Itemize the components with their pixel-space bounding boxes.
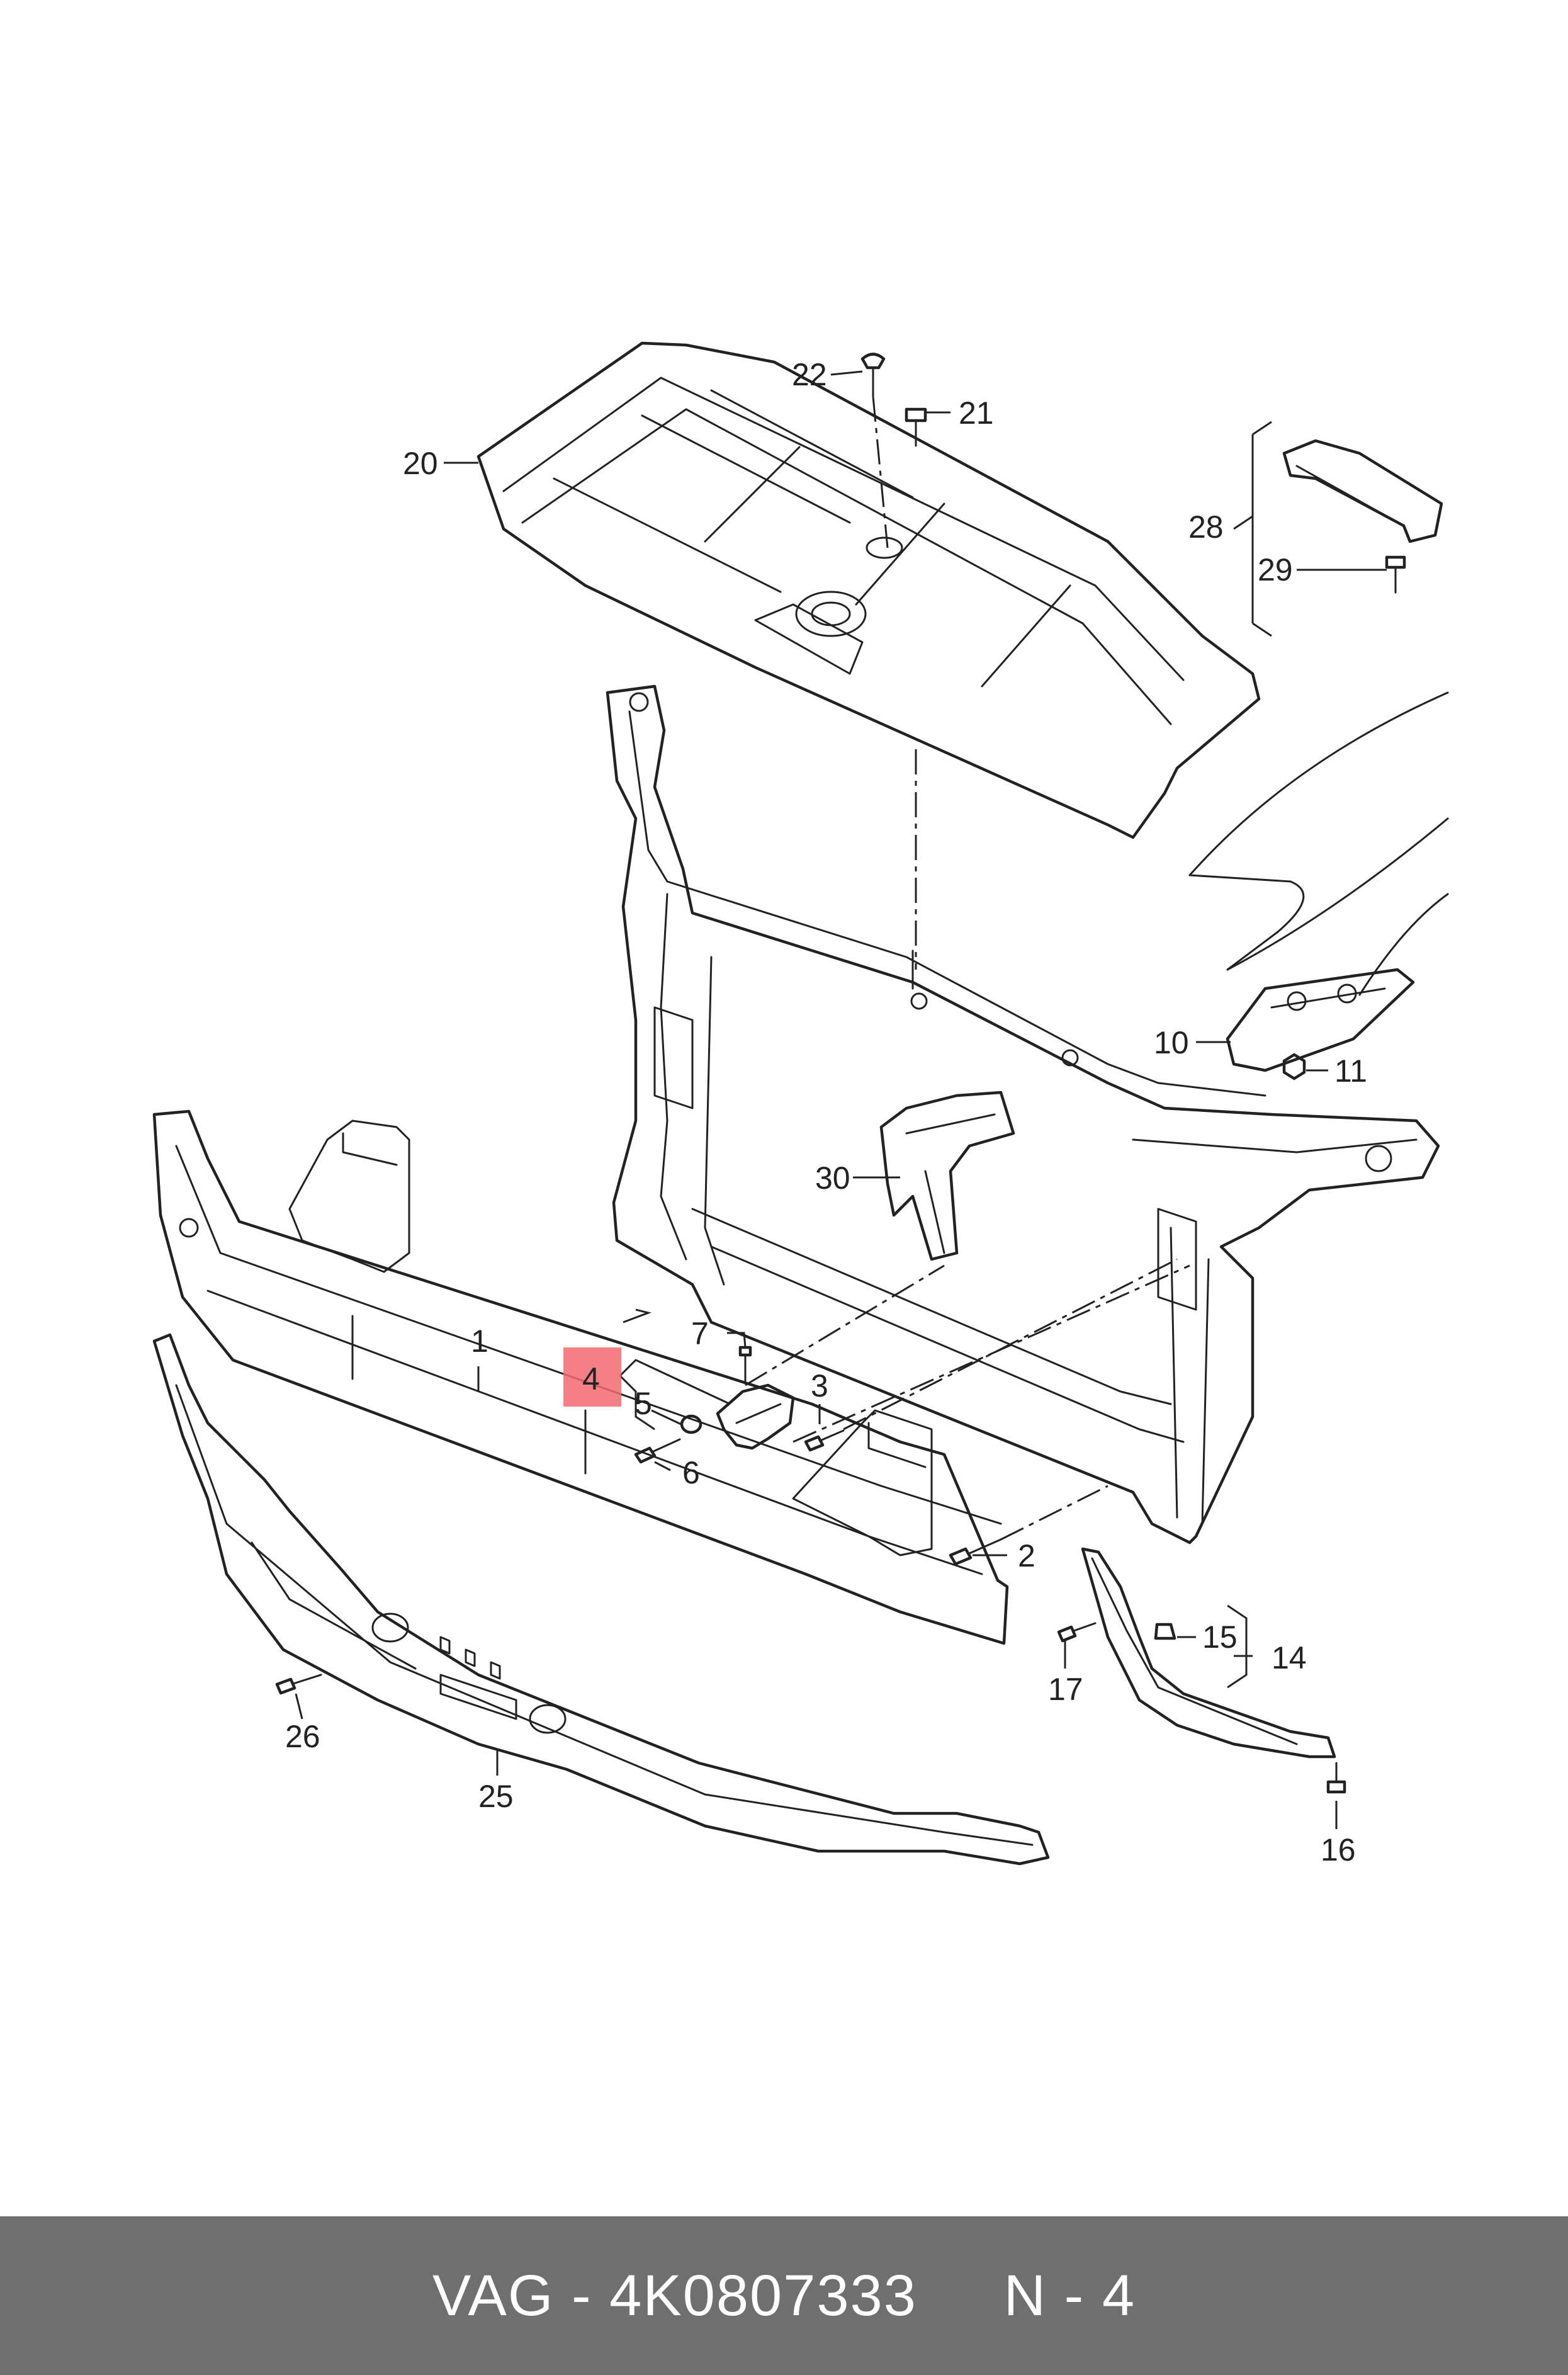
callout-3: 3 <box>811 1368 828 1403</box>
callout-30: 30 <box>815 1160 850 1196</box>
footer-part-label: VAG - 4K0807333 N - 4 <box>432 2263 1136 2328</box>
callout-29: 29 <box>1258 552 1293 587</box>
callout-14: 14 <box>1272 1640 1307 1675</box>
callout-labels: 20 22 21 28 29 10 11 30 1 7 4 5 6 3 2 15… <box>285 357 1367 1868</box>
part-1-bumper-beam <box>152 1109 1009 1645</box>
part-20-upper-cover <box>477 341 1261 839</box>
callout-22: 22 <box>792 357 827 392</box>
callout-10: 10 <box>1154 1025 1189 1060</box>
part-26-screw <box>275 1674 322 1695</box>
lock-carrier-frame <box>606 684 1440 1545</box>
part-3-screw <box>804 1429 845 1452</box>
part-10-bracket <box>1226 968 1415 1072</box>
callout-20: 20 <box>403 446 438 481</box>
callout-17: 17 <box>1048 1672 1083 1707</box>
callout-21: 21 <box>959 395 994 431</box>
part-30-latch-bracket <box>879 1091 1015 1261</box>
callout-26: 26 <box>285 1719 320 1754</box>
callout-7: 7 <box>691 1316 709 1351</box>
callout-1: 1 <box>471 1324 488 1359</box>
part-2-screw <box>949 1538 1002 1566</box>
part-29-screw <box>1385 555 1406 594</box>
callout-28: 28 <box>1188 509 1224 545</box>
part-25-lower-absorber <box>152 1333 1050 1866</box>
part-14-cable-bracket <box>1081 1547 1336 1759</box>
exploded-parts-diagram: 20 22 21 28 29 10 11 30 1 7 4 5 6 3 2 15… <box>152 341 1449 1868</box>
part-number-footer: VAG - 4K0807333 N - 4 <box>0 2216 1568 2375</box>
callout-4: 4 <box>582 1361 600 1397</box>
callout-6: 6 <box>682 1455 700 1490</box>
fender-outline <box>1188 691 1449 996</box>
callout-16: 16 <box>1321 1832 1356 1868</box>
part-21-screw <box>905 407 927 447</box>
part-7-screw <box>738 1346 752 1384</box>
callout-4-highlight <box>563 1347 621 1407</box>
part-5-washer <box>680 1414 702 1434</box>
part-6-screw <box>634 1438 681 1464</box>
callout-11: 11 <box>1334 1053 1367 1089</box>
part-4-bracket <box>716 1383 795 1450</box>
part-11-nut <box>1282 1053 1306 1080</box>
leader-lines <box>295 370 1387 1829</box>
callout-25: 25 <box>478 1779 514 1814</box>
callout-15: 15 <box>1202 1619 1238 1655</box>
part-16-screw <box>1326 1762 1346 1794</box>
part-15-clip <box>1154 1623 1176 1640</box>
part-28-side-bracket <box>1282 439 1443 543</box>
part-22-clip <box>860 353 886 397</box>
assembly-lines <box>745 396 1190 1541</box>
callout-5: 5 <box>635 1386 652 1421</box>
part-17-screw <box>1057 1622 1097 1643</box>
callout-2: 2 <box>1018 1538 1035 1573</box>
